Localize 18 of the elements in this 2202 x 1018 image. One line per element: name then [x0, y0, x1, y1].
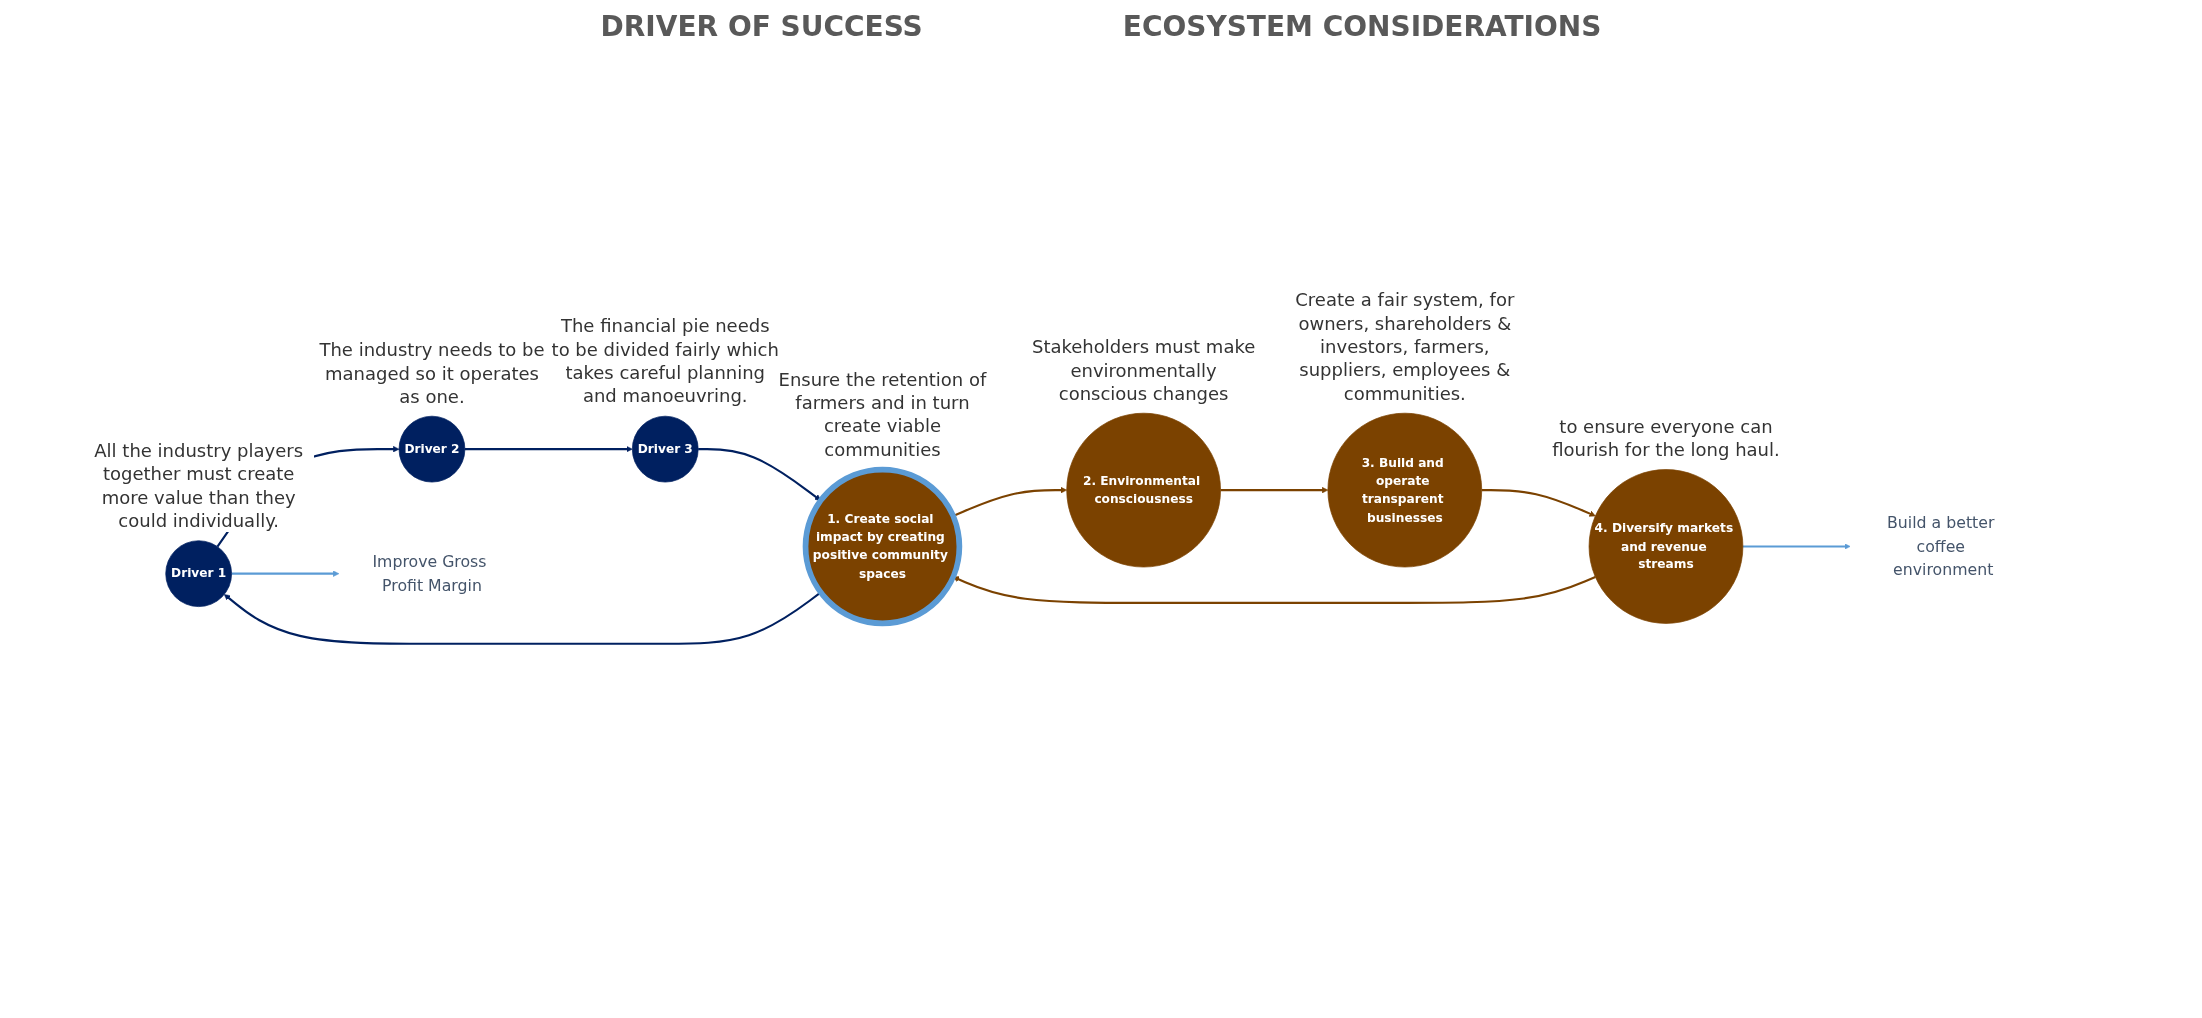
node-text: Build a better coffee environment: [1887, 513, 1995, 580]
arrow: [224, 591, 822, 645]
node-circle: Driver 2: [398, 415, 466, 483]
section-heading: DRIVER OF SUCCESS: [600, 10, 923, 43]
node-circle: 4. Diversify markets and revenue streams: [1588, 469, 1744, 624]
node-text: Improve Gross Profit Margin: [372, 552, 487, 595]
node-circle: 2. Environmental consciousness: [1066, 412, 1221, 568]
arrow: [231, 570, 340, 577]
section-heading: ECOSYSTEM CONSIDERATIONS: [1122, 10, 1602, 43]
node-circle: Driver 3: [631, 415, 699, 483]
arrow: [1220, 486, 1329, 494]
node-circle: 3. Build and operate transparent businesses: [1327, 412, 1483, 568]
arrow: [464, 446, 633, 453]
node-circle: 1. Create social impact by creating positive community spaces: [802, 466, 963, 627]
arrow: [1742, 543, 1851, 550]
node-circle: Driver 1: [165, 540, 232, 607]
arrow: [698, 448, 822, 501]
arrow: [1481, 489, 1596, 517]
